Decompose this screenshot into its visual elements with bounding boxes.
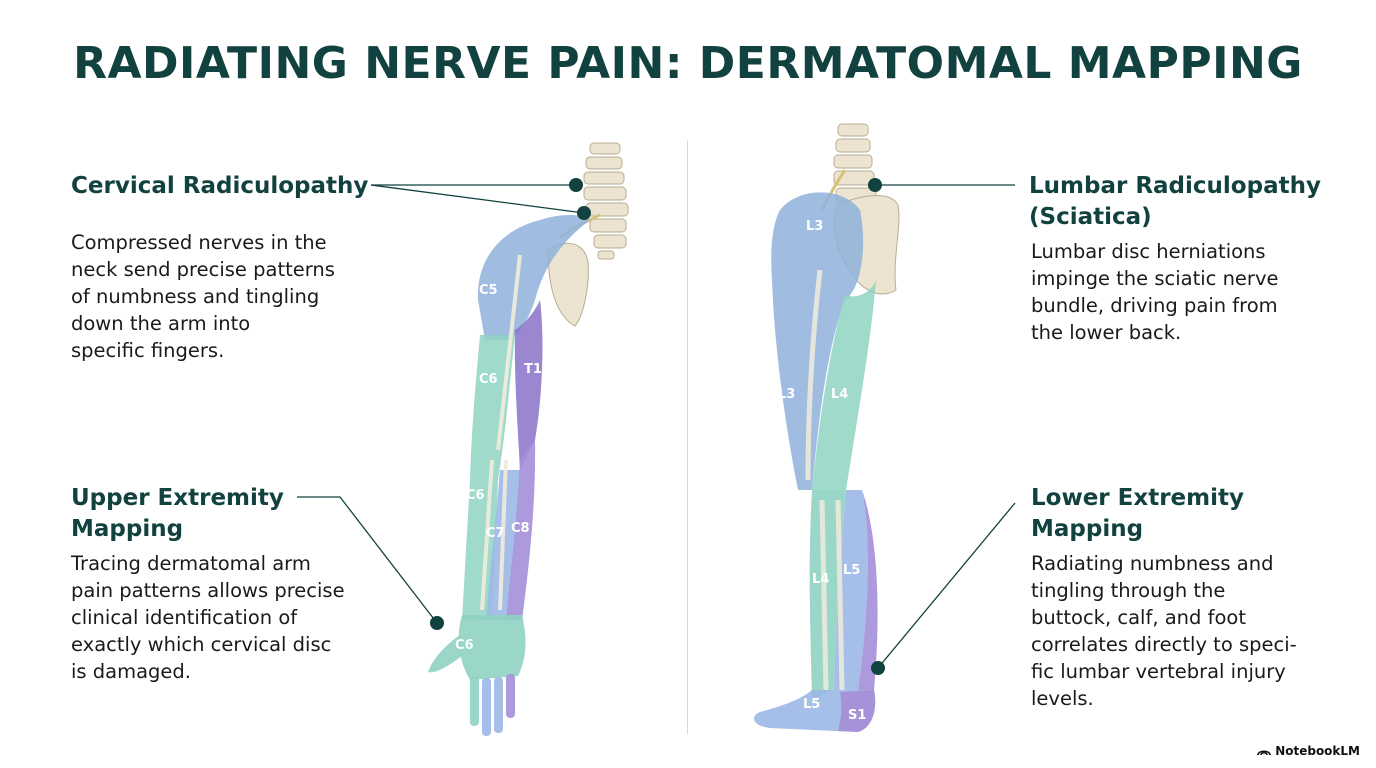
lower-extremity-marker — [871, 661, 885, 675]
lumbar-body-line: impinge the sciatic nerve — [1031, 267, 1279, 290]
lumbar-heading: Lumbar Radiculopathy (Sciatica) — [1029, 171, 1321, 233]
lower-heading-line: Mapping — [1031, 516, 1144, 542]
notebooklm-brand: NotebookLM — [1257, 744, 1360, 758]
l4-thigh-region — [812, 280, 876, 490]
upper-body: Tracing dermatomal arm pain patterns all… — [71, 550, 345, 685]
cervical-body: Compressed nerves in the neck send preci… — [71, 229, 335, 364]
label-t1: T1 — [524, 362, 542, 377]
lumbar-heading-line: Lumbar Radiculopathy — [1029, 173, 1321, 199]
lower-body-line: correlates directly to speci- — [1031, 633, 1297, 656]
upper-heading-line: Mapping — [71, 516, 184, 542]
lumbar-body: Lumbar disc herniations impinge the scia… — [1031, 238, 1278, 346]
leg-leader-lines — [875, 184, 1016, 669]
lower-body-line: Radiating numbness and — [1031, 552, 1274, 575]
upper-heading-line: Upper Extremity — [71, 485, 284, 511]
page-title: RADIATING NERVE PAIN: DERMATOMAL MAPPING — [73, 38, 1303, 89]
l3-region — [771, 192, 864, 490]
leg-figure: L3 L3 L4 L4 L5 L5 S1 — [754, 123, 900, 732]
label-l3-thigh: L3 — [778, 387, 795, 402]
lumbar-spine — [833, 123, 877, 203]
cervical-heading-text: Cervical Radiculopathy — [71, 173, 369, 199]
lower-heading-line: Lower Extremity — [1031, 485, 1244, 511]
cervical-marker-1 — [569, 178, 583, 192]
lower-body: Radiating numbness and tingling through … — [1031, 550, 1297, 712]
label-c6-hand: C6 — [455, 638, 474, 653]
upper-body-line: pain patterns allows precise — [71, 579, 345, 602]
cervical-body-line: neck send precise patterns — [71, 258, 335, 281]
brand-label: NotebookLM — [1275, 744, 1360, 758]
cervical-heading: Cervical Radiculopathy — [71, 171, 368, 202]
label-c5: C5 — [479, 283, 498, 298]
label-l3-hip: L3 — [806, 219, 823, 234]
lumbar-heading-line: (Sciatica) — [1029, 204, 1152, 230]
lumbar-marker — [868, 178, 882, 192]
notebooklm-logo-icon — [1257, 749, 1271, 755]
cervical-body-line: of numbness and tingling — [71, 285, 320, 308]
lower-body-line: levels. — [1031, 687, 1094, 710]
upper-body-line: Tracing dermatomal arm — [71, 552, 311, 575]
label-l4-shin: L4 — [812, 572, 829, 587]
lower-body-line: fic lumbar vertebral injury — [1031, 660, 1286, 683]
leg-bones — [805, 269, 845, 691]
hand — [428, 615, 526, 736]
lower-heading: Lower Extremity Mapping — [1031, 483, 1244, 545]
upper-body-line: exactly which cervical disc — [71, 633, 332, 656]
label-c8: C8 — [511, 521, 530, 536]
label-c6-forearm: C6 — [466, 488, 485, 503]
arm-leader-lines — [297, 184, 585, 624]
upper-extremity-marker — [430, 616, 444, 630]
scapula — [547, 242, 589, 327]
upper-body-line: clinical identification of — [71, 606, 298, 629]
label-c6-upper: C6 — [479, 372, 498, 387]
center-divider — [687, 140, 688, 734]
cervical-spine — [583, 142, 629, 260]
lumbar-body-line: Lumbar disc herniations — [1031, 240, 1266, 263]
s1-calf-region — [858, 490, 878, 690]
c5-region — [477, 215, 590, 340]
lumbar-body-line: the lower back. — [1031, 321, 1182, 344]
cervical-body-line: down the arm into — [71, 312, 251, 335]
lower-body-line: buttock, calf, and foot — [1031, 606, 1246, 629]
arm-bones — [480, 254, 522, 611]
cervical-body-line: specific fingers. — [71, 339, 225, 362]
lower-body-line: tingling through the — [1031, 579, 1226, 602]
c8-region — [506, 440, 536, 620]
label-l5-calf: L5 — [843, 563, 860, 578]
cervical-marker-2 — [577, 206, 591, 220]
arm-figure: C5 C6 T1 C6 C7 C8 C6 — [428, 142, 629, 736]
cervical-body-line: Compressed nerves in the — [71, 231, 327, 254]
label-s1: S1 — [848, 708, 866, 723]
t1-region — [514, 300, 543, 470]
label-c7: C7 — [486, 526, 505, 541]
label-l4-thigh: L4 — [831, 387, 848, 402]
upper-body-line: is damaged. — [71, 660, 191, 683]
lumbar-body-line: bundle, driving pain from — [1031, 294, 1278, 317]
s1-foot-region — [838, 690, 876, 732]
upper-heading: Upper Extremity Mapping — [71, 483, 284, 545]
label-l5-foot: L5 — [803, 697, 820, 712]
